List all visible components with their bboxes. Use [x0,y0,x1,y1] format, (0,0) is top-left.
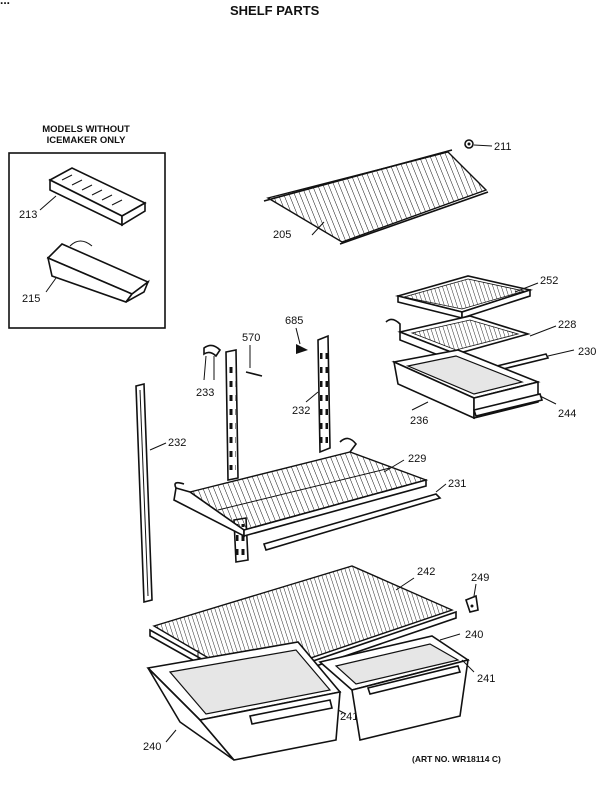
label-240-left: 240 [143,741,161,753]
trim-231 [262,483,447,551]
page-title: SHELF PARTS [230,3,320,18]
label-252: 252 [540,275,558,287]
label-240-right: 240 [465,629,483,641]
ice-tray-213 [39,167,147,227]
label-232-right: 232 [292,405,310,417]
box-note-line2: ICEMAKER ONLY [47,135,126,146]
label-241-left: 241 [340,711,358,723]
label-215: 215 [22,293,40,305]
label-230: 230 [578,346,596,358]
screw-570 [245,345,263,377]
label-685: 685 [285,315,303,327]
label-213: 213 [19,209,37,221]
pan-236 [391,349,541,420]
label-241-right: 241 [477,673,495,685]
ladder-bracket-left [225,349,249,563]
label-232-left: 232 [168,437,186,449]
drawer-right-240 [318,633,475,741]
page-title-partial: ... [0,0,10,7]
rail-244 [472,393,557,417]
ladder-bracket-right-232 [305,334,331,454]
label-236: 236 [410,415,428,427]
ice-bin-215 [45,240,150,303]
label-211: 211 [494,141,512,153]
cover-252 [394,275,539,320]
label-233: 233 [196,387,214,399]
screw-685 [295,327,308,354]
wire-shelf-229 [173,437,429,538]
icemaker-box: MODELS WITHOUT ICEMAKER ONLY 213 215 [8,124,166,329]
label-229: 229 [408,453,426,465]
label-228: 228 [558,319,576,331]
label-249: 249 [471,572,489,584]
drawer-left-240 [146,641,342,761]
label-231: 231 [448,478,466,490]
screw-233 [203,344,222,381]
side-rail-232 [135,382,167,604]
box-note-line1: MODELS WITHOUT [42,124,130,135]
clip-211 [464,139,493,149]
hinge-249 [465,583,479,613]
label-244: 244 [558,408,576,420]
wire-shelf-205 [263,149,489,245]
art-number: (ART NO. WR18114 C) [412,754,501,764]
label-570: 570 [242,332,260,344]
label-242: 242 [417,566,435,578]
label-205: 205 [273,229,291,241]
